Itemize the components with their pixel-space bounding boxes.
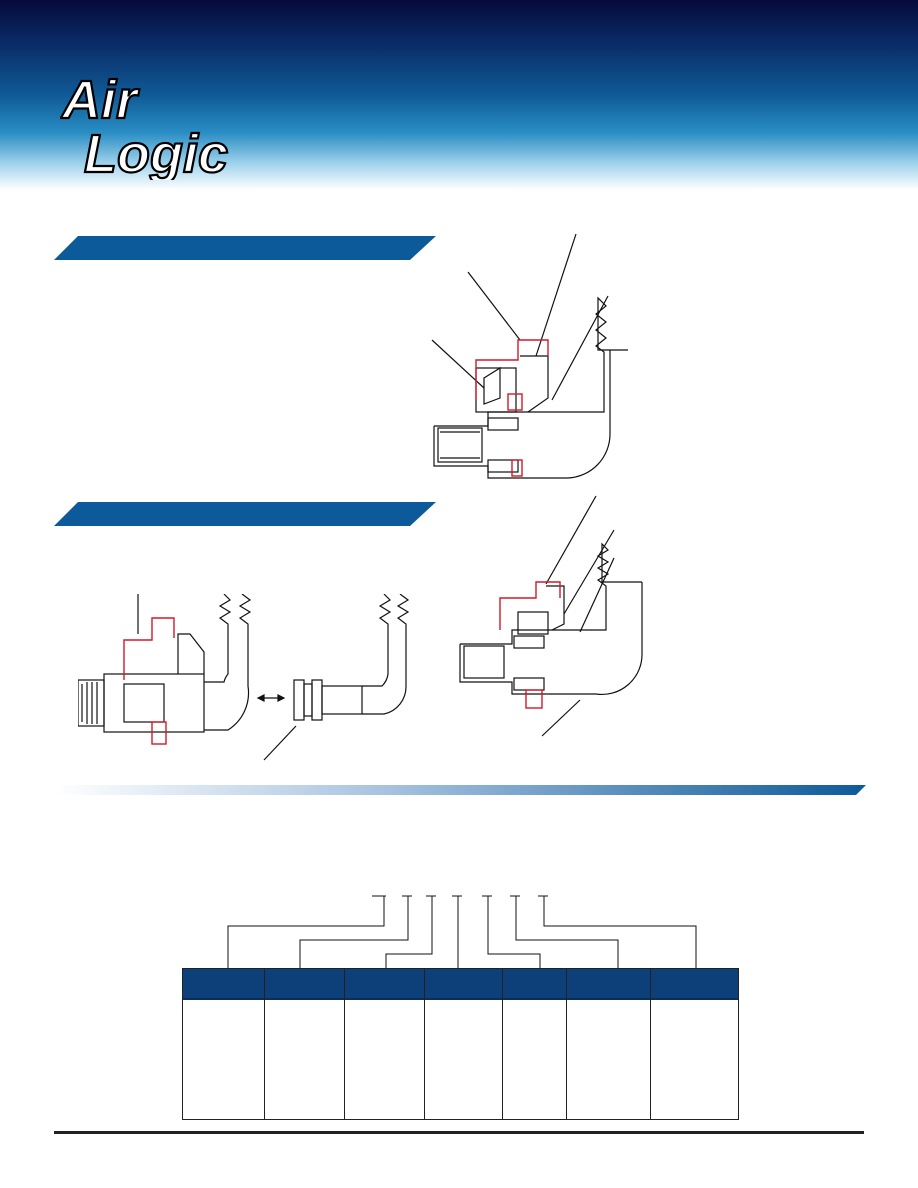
fitting-assembly-diagram-2 (78, 594, 410, 761)
table-cell-2 (265, 1000, 344, 1008)
footer-rule (54, 1131, 864, 1134)
section-banner-2 (54, 502, 436, 526)
fitting-cross-section-diagram-1 (431, 233, 628, 479)
header-banner (0, 0, 918, 190)
table-cell-7 (651, 1000, 738, 1008)
table-header-3 (345, 969, 424, 1000)
table-header-6 (567, 969, 650, 1000)
logo-text-logic: Logic (84, 124, 228, 180)
table-column-6 (567, 969, 651, 1119)
air-logic-logo: Air Logic (60, 69, 229, 180)
table-header-7 (651, 969, 738, 1000)
table-cell-3 (345, 1000, 424, 1008)
table-header-2 (265, 969, 344, 1000)
table-cell-1 (183, 1000, 264, 1008)
section-banner-1 (54, 236, 436, 260)
table-header-4 (425, 969, 502, 1000)
table-column-7 (651, 969, 738, 1119)
table-column-4 (425, 969, 503, 1119)
table-header-1 (183, 969, 264, 1000)
table-cell-6 (567, 1000, 650, 1008)
logo-text-air: Air (60, 70, 140, 130)
table-cell-4 (425, 1000, 502, 1008)
section-divider-banner (54, 785, 866, 795)
table-column-2 (265, 969, 345, 1119)
table-column-1 (183, 969, 265, 1119)
table-column-5 (503, 969, 567, 1119)
table-cell-5 (503, 1000, 566, 1008)
part-number-table (182, 968, 739, 1120)
table-header-5 (503, 969, 566, 1000)
fitting-cross-section-diagram-3 (459, 495, 643, 737)
table-column-3 (345, 969, 425, 1119)
